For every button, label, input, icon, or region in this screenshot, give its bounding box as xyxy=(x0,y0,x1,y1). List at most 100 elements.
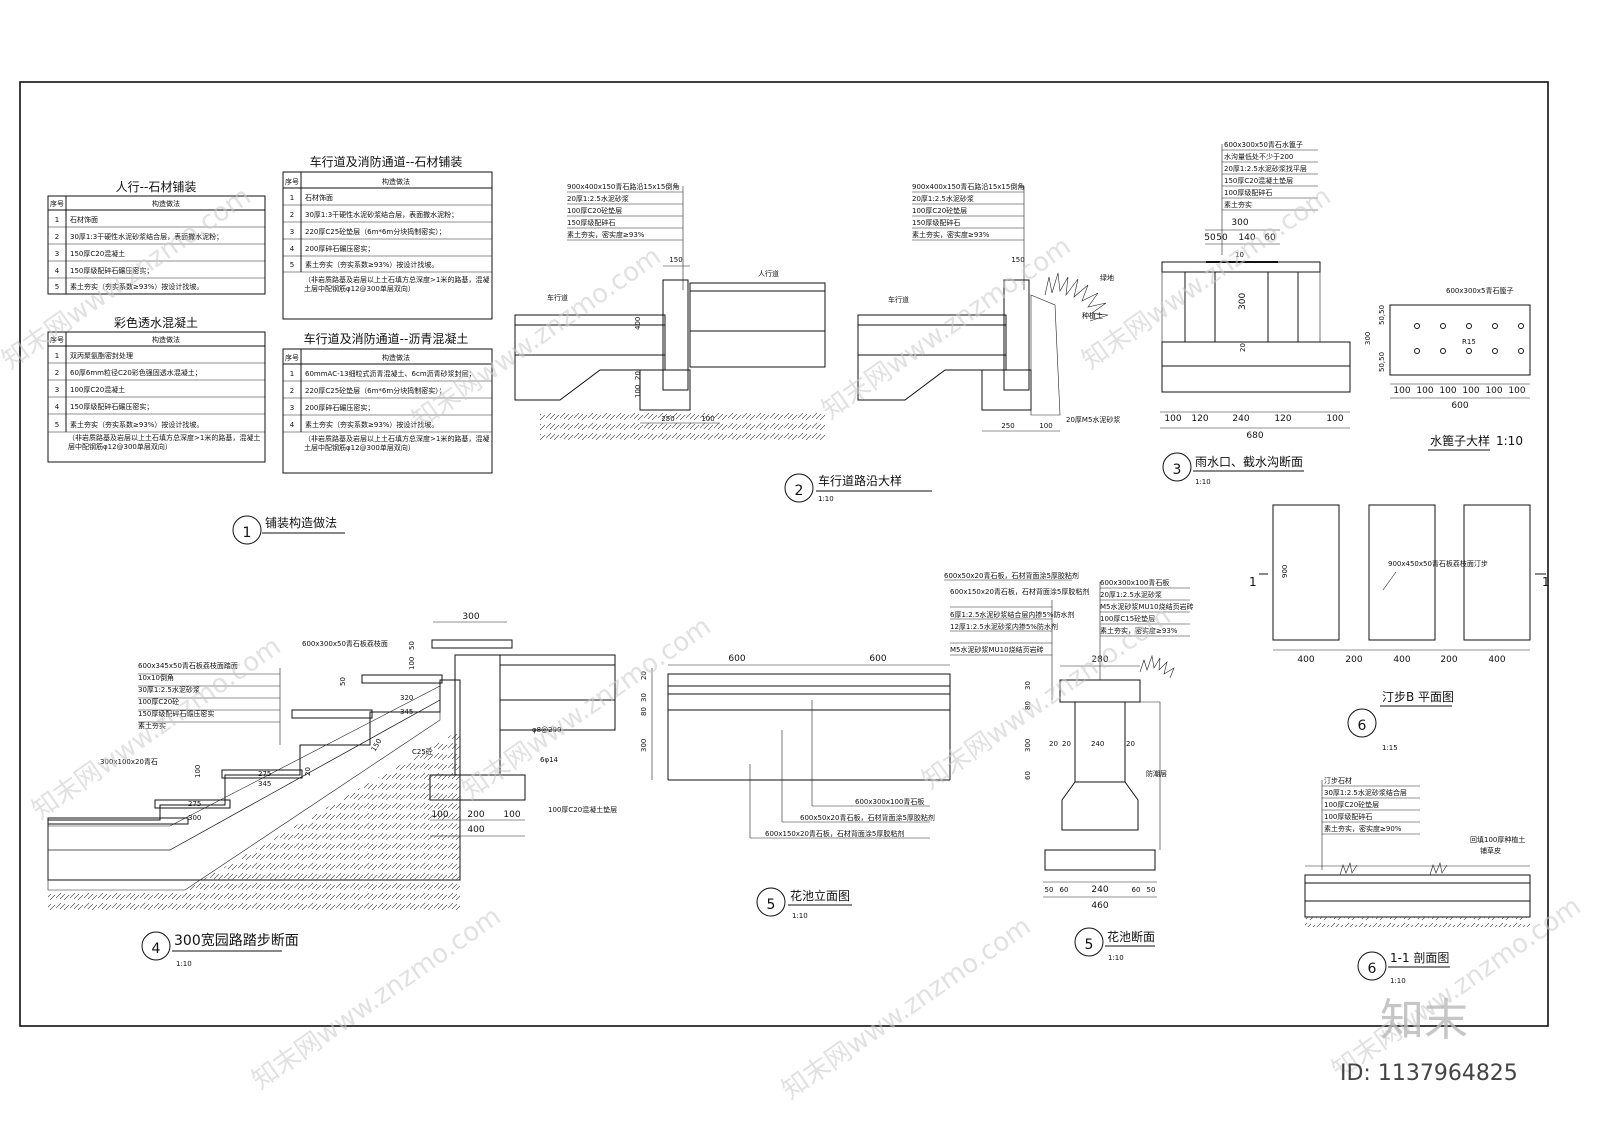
layer-label: M5水泥砂浆MU10烧结页岩砖 xyxy=(950,645,1044,654)
dim-label: 300 xyxy=(462,612,479,622)
table-cell: 150厚级配碎石碾压密实； xyxy=(70,402,153,411)
table-head-method: 构造做法 xyxy=(382,177,410,186)
layer-label: 150厚级配碎石 xyxy=(912,218,960,227)
dim-label: 240 xyxy=(1091,885,1108,895)
table-cell: 150厚级配碎石碾压密实； xyxy=(70,266,153,275)
dim-label: 50 xyxy=(1204,233,1216,243)
layer-label: 10x10倒角 xyxy=(138,673,174,682)
table-cell: 双丙聚氨酯密封处理 xyxy=(70,351,133,360)
layer-label: 30厚1:2.5水泥砂浆 xyxy=(138,685,200,694)
layer-label: 600x300x100青石板 xyxy=(1100,578,1169,587)
cap-label: 600x300x50青石板荔枝面 xyxy=(302,639,388,648)
title-paving-methods: 1 铺装构造做法 xyxy=(232,515,345,545)
image-id: ID: 1137964825 xyxy=(1340,1061,1518,1086)
table-permeable-concrete: 彩色透水混凝土 序号 构造做法 1 双丙聚氨酯密封处理 2 60厚6mm粒径C2… xyxy=(47,315,266,463)
grate-detail: 600x300x5青石篦子 R15 50,50 300 50,50 100 10… xyxy=(1364,286,1531,451)
dim-label: 100 xyxy=(408,657,416,670)
layer-label: 100厚C20砼垫层 xyxy=(567,206,622,215)
title-label: 花池断面 xyxy=(1107,929,1155,944)
dim-label: 680 xyxy=(1246,431,1263,441)
table-note: （非岩质路基及岩层以上土石填方总深度>1米的路基，混凝土层中配钢筋φ12@300… xyxy=(304,276,490,293)
layer-label: M5水泥砂浆MU10烧结页岩砖 xyxy=(1100,602,1194,611)
title-scale: 1:10 xyxy=(176,960,192,968)
watermark: 知末网www.znzmo.com xyxy=(817,231,1077,425)
table-cell: 4 xyxy=(55,403,60,411)
step-section: 600x345x50青石板荔枝面踏面 10x10倒角 30厚1:2.5水泥砂浆 … xyxy=(47,612,617,910)
dim-label: 60 xyxy=(1264,233,1276,243)
watermark: 知末网www.znzmo.com xyxy=(457,611,717,805)
dim-label: 30 xyxy=(640,693,648,702)
title-number: 5 xyxy=(767,897,776,913)
table-road-stone: 车行道及消防通道--石材铺装 序号 构造做法 1 石材饰面 2 30厚1:3干硬… xyxy=(282,154,493,320)
table-head-method: 构造做法 xyxy=(152,335,180,344)
dim-label: 400 xyxy=(1393,655,1410,665)
title-scale: 1:10 xyxy=(1390,977,1406,985)
dim-label: 200 xyxy=(1440,655,1457,665)
dim-label: 100 xyxy=(634,385,642,398)
dim-label: 250 xyxy=(661,415,674,423)
table-cell: 30厚1:3干硬性水泥砂浆结合层，表面撒水泥粉； xyxy=(305,210,458,219)
dim-label: 50 xyxy=(408,641,416,650)
layer-label: 素土夯实，密实度≥90% xyxy=(1324,824,1402,833)
dim-label: 400 xyxy=(634,317,642,330)
dim-label: 100 xyxy=(1326,414,1343,424)
table-road-asphalt: 车行道及消防通道--沥青混凝土 序号 构造做法 1 60mmAC-13细粒式沥青… xyxy=(282,331,493,474)
layer-label: 150厚级配碎石 xyxy=(567,218,615,227)
table-cell: 5 xyxy=(55,283,59,291)
layer-label: 100厚C20砼垫层 xyxy=(1324,800,1379,809)
table-cell: 100厚C20混凝土 xyxy=(70,385,125,394)
walkway-label: 人行道 xyxy=(758,269,779,278)
table-head-method: 构造做法 xyxy=(152,199,180,208)
layer-label: 素土夯实，密实度≥93% xyxy=(567,230,645,239)
title-scale: 1:10 xyxy=(1195,478,1211,486)
layer-label: 20厚1:2.5水泥砂浆找平层 xyxy=(1224,164,1307,173)
dim-label: 20 xyxy=(1239,343,1247,352)
dim-label: 600 xyxy=(728,654,745,664)
watermark-layer: 知末网www.znzmo.com 知末网www.znzmo.com 知末网www… xyxy=(0,181,1587,1105)
title-scale: 1:10 xyxy=(1496,434,1523,448)
title-stone-section: 6 1-1 剖面图 1:10 xyxy=(1357,951,1450,985)
layer-label: 汀步石材 xyxy=(1324,776,1352,785)
planter-section: 600x50x20青石板，石材背面涂5厚胶粘剂 600x150x20青石板，石材… xyxy=(944,571,1194,911)
dim-label: 120 xyxy=(1274,414,1291,424)
green-label: 绿地 xyxy=(1100,273,1114,282)
dim-label: 100 xyxy=(503,810,520,820)
riser-label: 300x100x20青石 xyxy=(100,757,158,766)
brand-logo: 知末 xyxy=(1380,995,1468,1046)
callout-label: 600x50x20青石板，石材背面涂5厚胶粘剂 xyxy=(800,813,935,822)
table-cell: 4 xyxy=(290,421,295,429)
dim-label: 150 xyxy=(669,256,682,264)
table-cell: 60mmAC-13细粒式沥青混凝土、6cm沥青砂浆封层； xyxy=(305,369,476,378)
dim-label: 275 xyxy=(258,770,271,778)
dim-label: 60 xyxy=(1024,771,1032,780)
radius-label: R15 xyxy=(1462,338,1476,346)
dim-label: 80 xyxy=(640,707,648,716)
title-step-section: 4 300宽园路踏步断面 1:10 xyxy=(141,931,299,968)
title-number: 6 xyxy=(1368,961,1377,977)
layer-label: 30厚1:2.5水泥砂浆结合层 xyxy=(1324,788,1407,797)
dim-label: 240 xyxy=(1232,414,1249,424)
layer-label: 20厚1:2.5水泥砂浆 xyxy=(912,194,974,203)
dim-label: 400 xyxy=(1297,655,1314,665)
dim-label: 100 xyxy=(1485,386,1502,396)
dim-label: 300 xyxy=(188,814,201,822)
title-label: 水篦子大样 xyxy=(1430,433,1490,448)
road-label: 车行道 xyxy=(547,293,568,302)
dim-label: 275 xyxy=(188,800,201,808)
dim-label: 20 xyxy=(640,671,648,680)
layer-label: 素土夯实，密实度≥93% xyxy=(912,230,990,239)
layer-label: 100厚级配碎石 xyxy=(1224,188,1272,197)
table-title: 车行道及消防通道--沥青混凝土 xyxy=(304,331,469,346)
dim-label: C25砼 xyxy=(412,747,433,756)
layer-label: 100厚级配碎石 xyxy=(1324,812,1372,821)
dim-label: 300 xyxy=(640,739,648,752)
table-cell: 2 xyxy=(290,211,294,219)
dim-label: 20 xyxy=(1126,740,1135,748)
table-title: 彩色透水混凝土 xyxy=(114,315,198,330)
dim-label: 345 xyxy=(400,708,413,716)
table-cell: 30厚1:3干硬性水泥砂浆结合层，表面撒水泥粉； xyxy=(70,232,223,241)
title-label: 300宽园路踏步断面 xyxy=(174,932,299,949)
table-title: 人行--石材铺装 xyxy=(116,180,197,194)
table-head-no: 序号 xyxy=(285,177,299,186)
